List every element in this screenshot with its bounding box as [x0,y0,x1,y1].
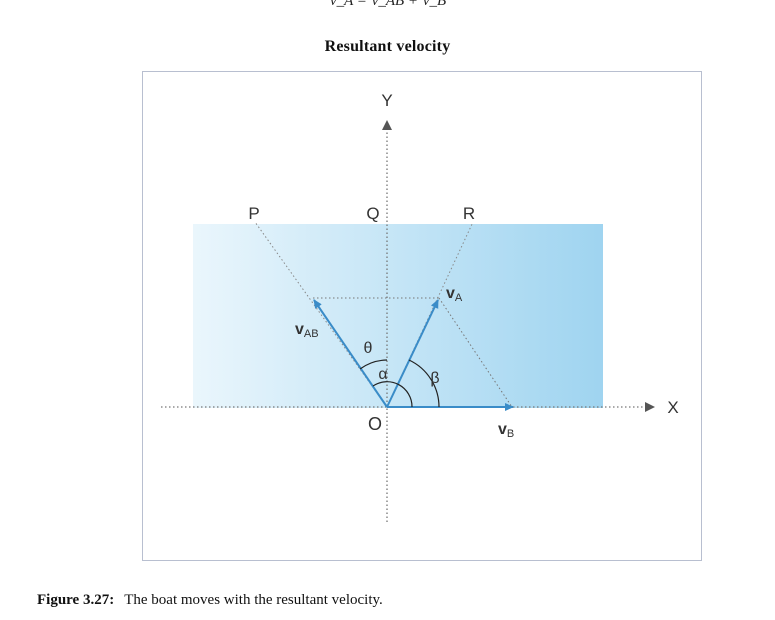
angle-beta-arc [408,359,440,408]
figure-caption: Figure 3.27: The boat moves with the resu… [37,592,383,609]
velocity-diagram: Y X O P Q R vA vAB vB θ α β [161,91,679,522]
angle-alpha-arc [372,381,413,408]
top-equation: ⃗v_A = ⃗v_AB + ⃗v_B [330,0,447,9]
axis-x-label: X [667,398,678,417]
figure-panel: Y X O P Q R vA vAB vB θ α β [142,71,702,561]
angle-theta-label: θ [364,340,373,357]
point-r-label: R [463,204,475,223]
guide-line-op [254,221,388,408]
section-title: Resultant velocity [324,38,451,55]
point-q-label: Q [366,204,379,223]
vector-vab-arrow [313,299,388,408]
vector-vb-label: vB [498,421,514,440]
water-region [193,224,603,408]
figure-caption-label: Figure 3.27: [37,592,115,608]
axis-y-label: Y [381,91,392,110]
vector-vab-label: vAB [295,321,319,340]
figure-caption-text: The boat moves with the resultant veloci… [124,592,383,608]
angle-theta-arc [359,359,388,370]
origin-label: O [368,414,382,434]
vector-va-arrow [386,299,439,408]
vector-va-label: vA [446,285,463,304]
angle-beta-label: β [430,370,439,387]
point-p-label: P [248,204,259,223]
angle-alpha-label: α [378,366,387,383]
guide-line-diagonal [438,297,513,408]
